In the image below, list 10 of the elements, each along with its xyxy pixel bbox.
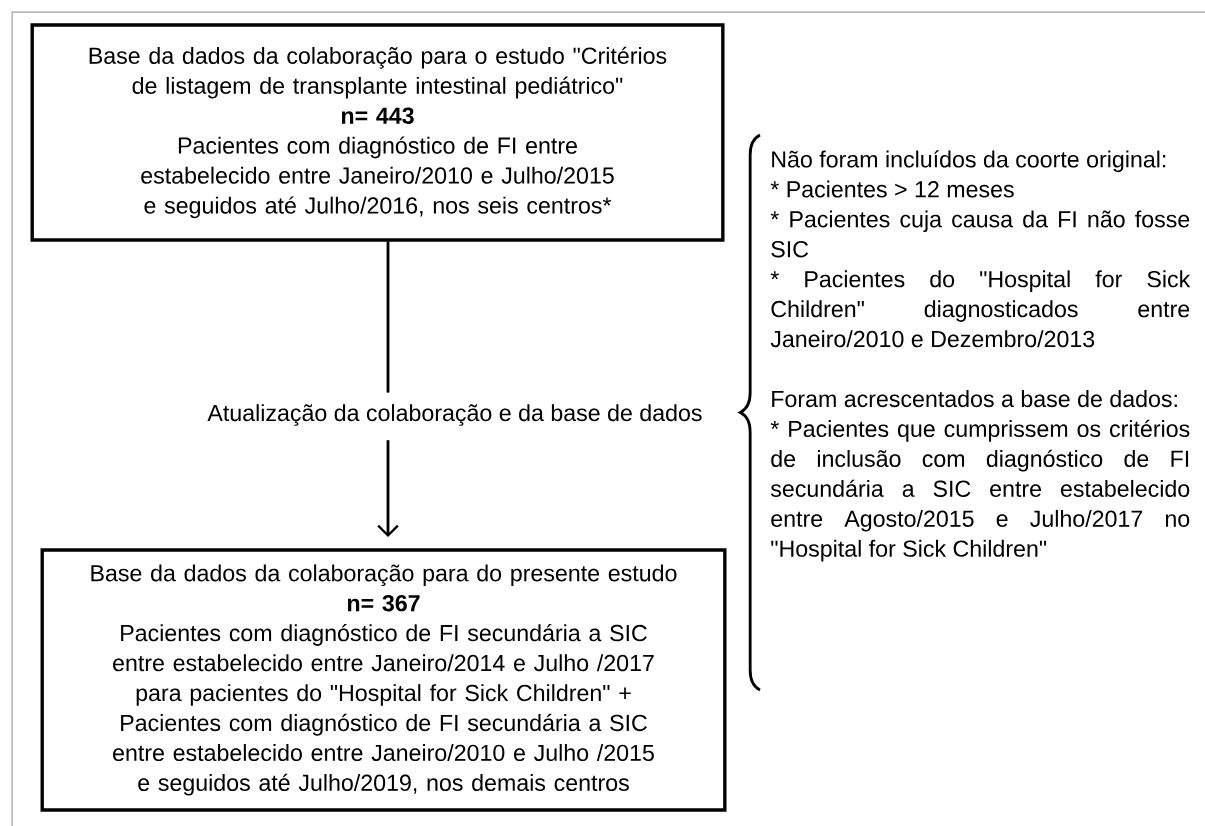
note-text: * Pacientes do "Hospital for Sick Children" diagnosticados entre Janeiro/2010 e Dezembro/2013 [770,270,1191,348]
step-text: Atualização da colaboração e da base de dados [207,404,702,426]
note-text: Não foram incluídos da coorte original: [772,150,1166,173]
note-text: * Pacientes > 12 meses [770,180,1014,198]
process-box: Base da dados da colaboração para do presente estudo n= 367 Pacientes com diagnóstico de FI secundária a SIC entre estabelecido entre Janeiro/2014 e Julho /2017 para pacientes do "Hospital for Sick Children" + Pacientes com diagnóstico de FI secundária a SIC entre estabelecido entre Janeiro/2010 e Julho /2015 e seguidos até Julho/2019, nos demais centros [40,548,727,812]
process-box: Base da dados da colaboração para o estudo "Critérios de listagem de transplante intestinal pediátrico" n= 443 Pacientes com diagnóstico de FI entre estabelecido entre Janeiro/2010 e Julho/2015 e seguidos até Julho/2016, nos seis centros* [30,23,725,242]
note-text: * Pacientes que cumprissem os critérios de inclusão com diagnóstico de FI secundária a SIC entre estabelecido entre Agosto/2015 e Julho/2017 no "Hospital for Sick Children" [770,419,1190,562]
arrow [377,440,399,538]
note-text: Foram acrescentados a base de dados: [772,390,1177,408]
note-text: * Pacientes cuja causa da FI não fosse SIC [770,210,1190,258]
